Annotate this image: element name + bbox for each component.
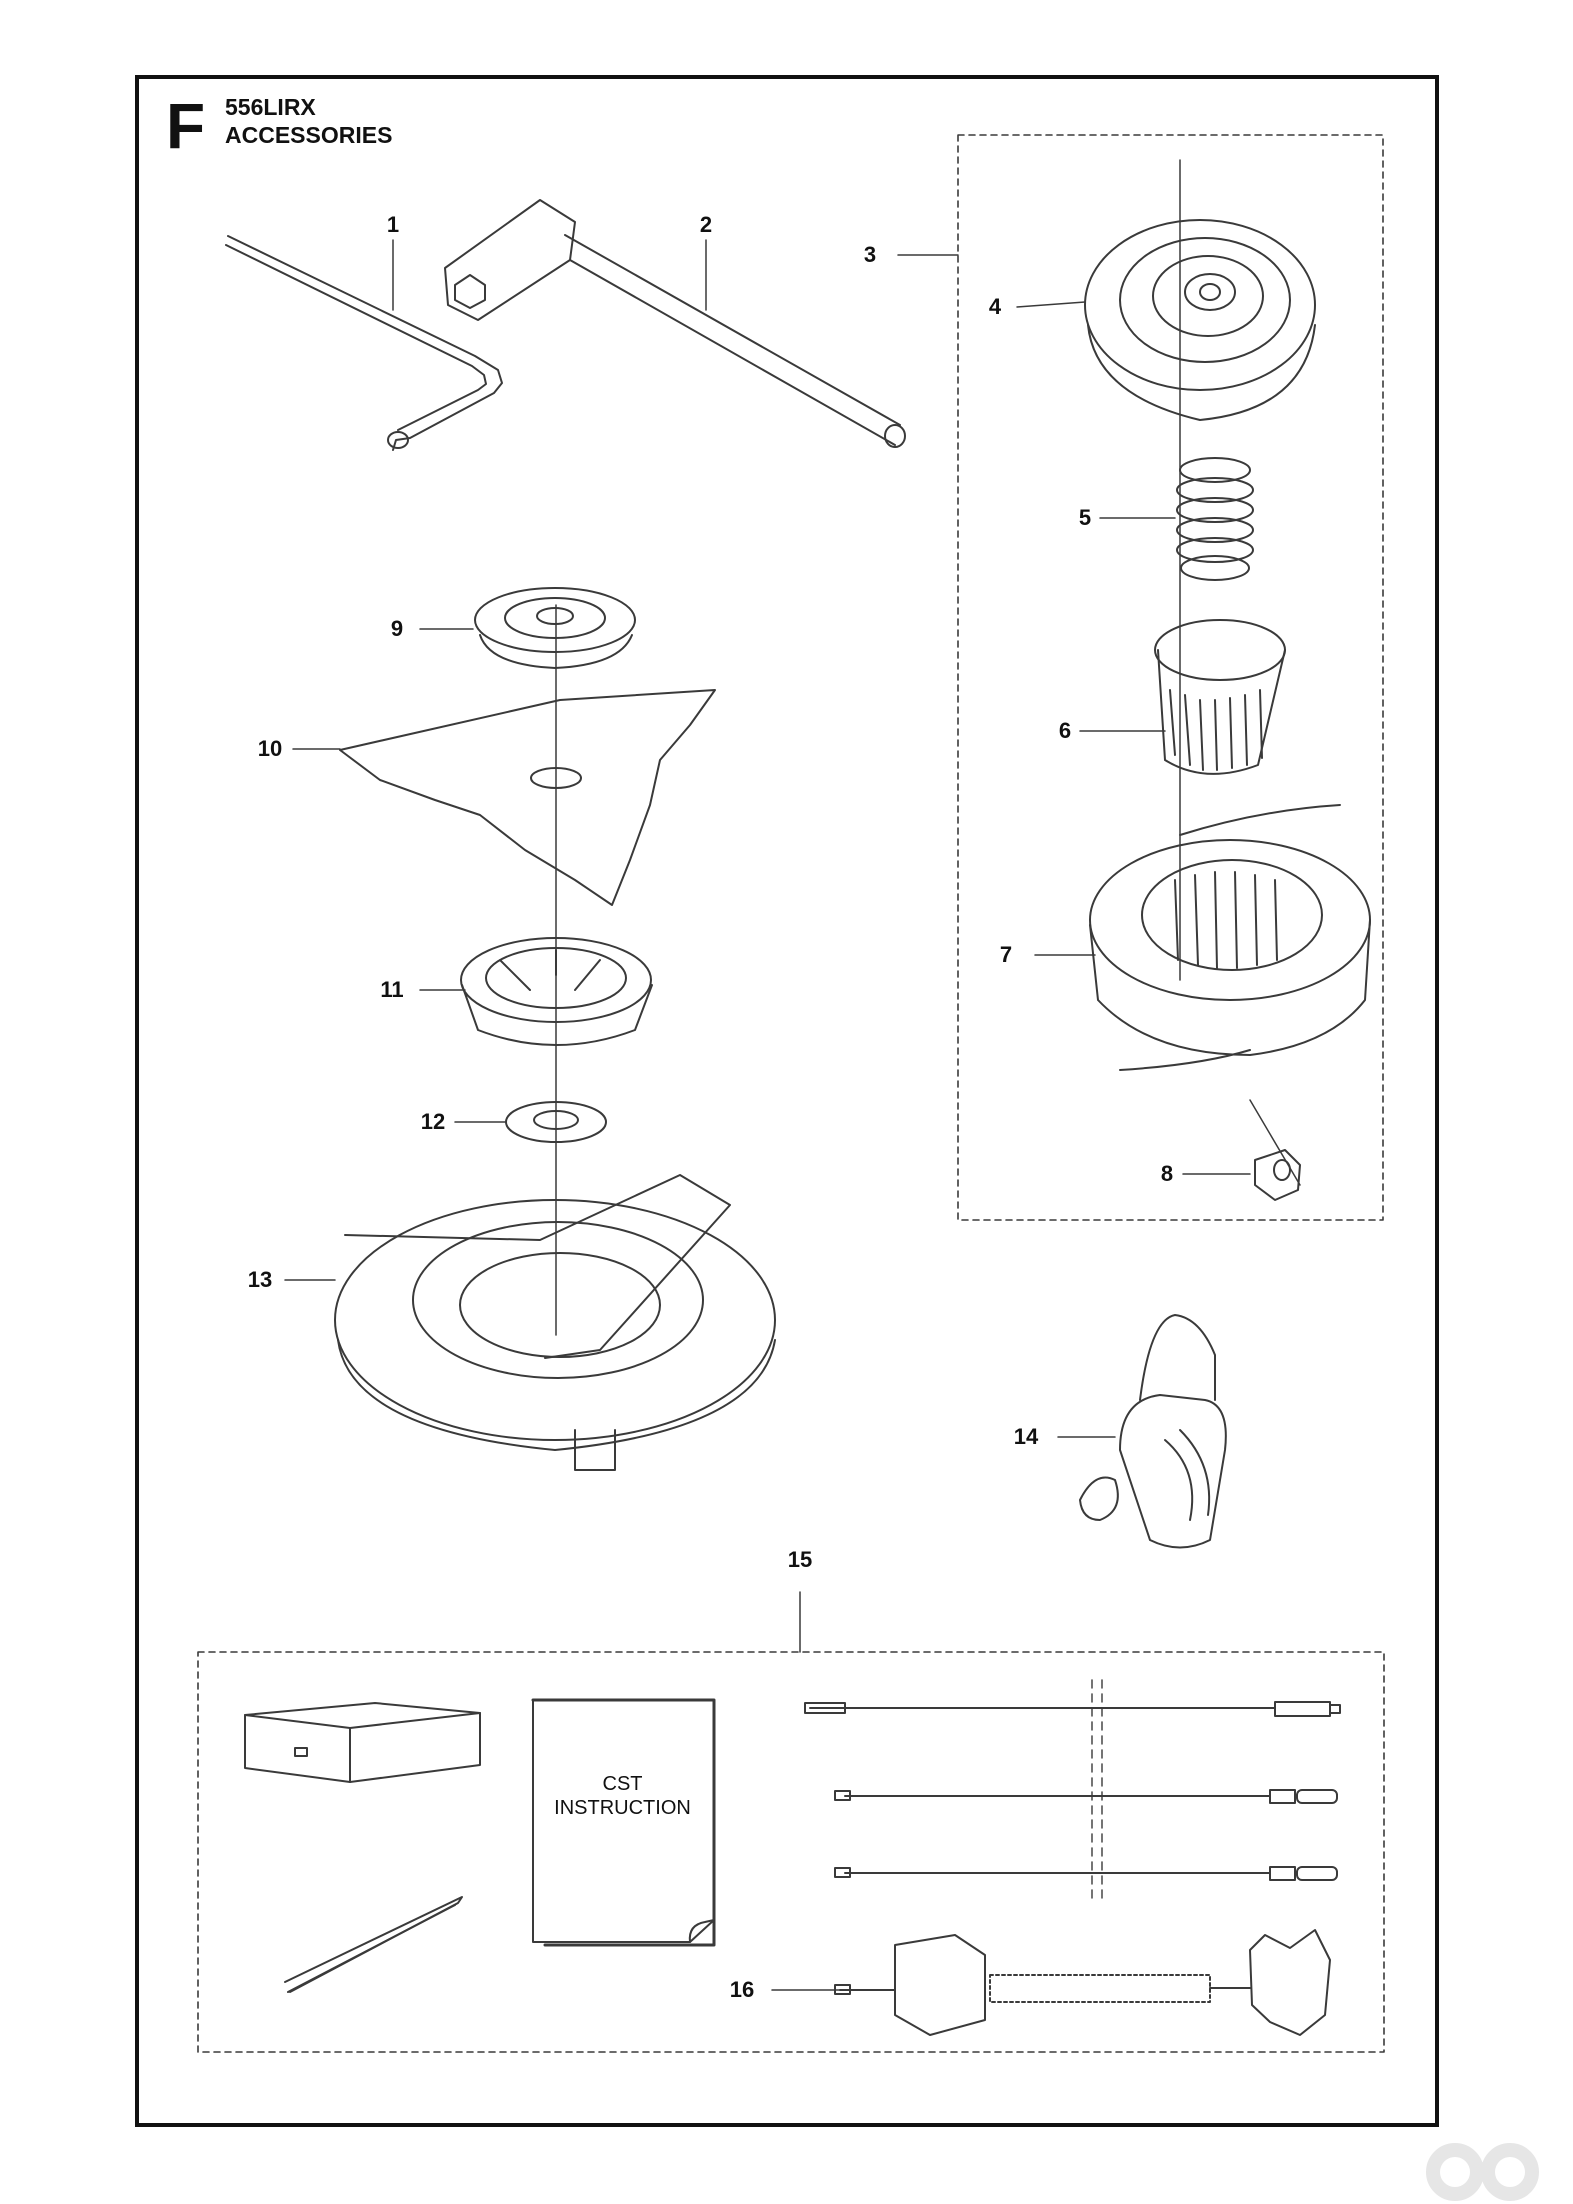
callout-16: 16 — [729, 1977, 755, 2002]
callout-10: 10 — [257, 736, 283, 761]
blade-guard-icon — [334, 1174, 776, 1471]
callout-4: 4 — [988, 294, 1002, 319]
callout-5: 5 — [1078, 505, 1092, 530]
cable-icon — [804, 1679, 1341, 1901]
page-frame — [135, 75, 1439, 2127]
eyelet-icon — [1254, 1149, 1301, 1201]
spool-core-icon — [1154, 619, 1286, 775]
grass-blade-icon — [339, 689, 716, 906]
callout-9: 9 — [390, 616, 404, 641]
trimmer-head-body-icon — [1089, 804, 1371, 1071]
cable-icon — [834, 1866, 1338, 1881]
page-title: ACCESSORIES — [225, 122, 393, 148]
callout-13: 13 — [247, 1267, 273, 1292]
callout-3: 3 — [863, 242, 877, 267]
cable-harness-icon — [834, 1929, 1331, 2036]
tweezers-icon — [284, 1896, 463, 1993]
battery-box-icon — [244, 1702, 481, 1783]
callout-8: 8 — [1160, 1161, 1174, 1186]
section-letter: F — [166, 90, 206, 162]
trimmer-head-cap-icon — [1084, 219, 1316, 421]
callout-15: 15 — [787, 1547, 813, 1572]
leader-lines — [284, 159, 1301, 1991]
callout-6: 6 — [1058, 718, 1072, 743]
support-cup-icon — [474, 587, 636, 669]
callout-12: 12 — [420, 1109, 446, 1134]
kit-group-box — [197, 1651, 1385, 2053]
callout-1: 1 — [386, 212, 400, 237]
callout-7: 7 — [999, 942, 1013, 967]
callout-11: 11 — [380, 977, 404, 1002]
spring-icon — [1176, 457, 1254, 581]
manual-label-line2: INSTRUCTION — [554, 1797, 691, 1819]
callout-14: 14 — [1013, 1424, 1039, 1449]
trimmer-head-group-box — [957, 134, 1384, 1221]
callout-2: 2 — [699, 212, 713, 237]
model-name: 556LIRX — [225, 94, 316, 120]
manual-label-line1: CST — [602, 1773, 643, 1795]
manual-label: CST INSTRUCTION — [535, 1772, 710, 1820]
socket-wrench-icon — [444, 199, 906, 448]
manual-icon — [531, 1698, 716, 1947]
thrust-washer-icon — [505, 1101, 607, 1143]
harness-pad-icon — [1079, 1314, 1227, 1549]
logo-icon — [1426, 2143, 1539, 2201]
drive-disc-icon — [460, 937, 653, 1046]
hex-key-icon — [225, 235, 503, 451]
cable-icon — [834, 1789, 1338, 1804]
